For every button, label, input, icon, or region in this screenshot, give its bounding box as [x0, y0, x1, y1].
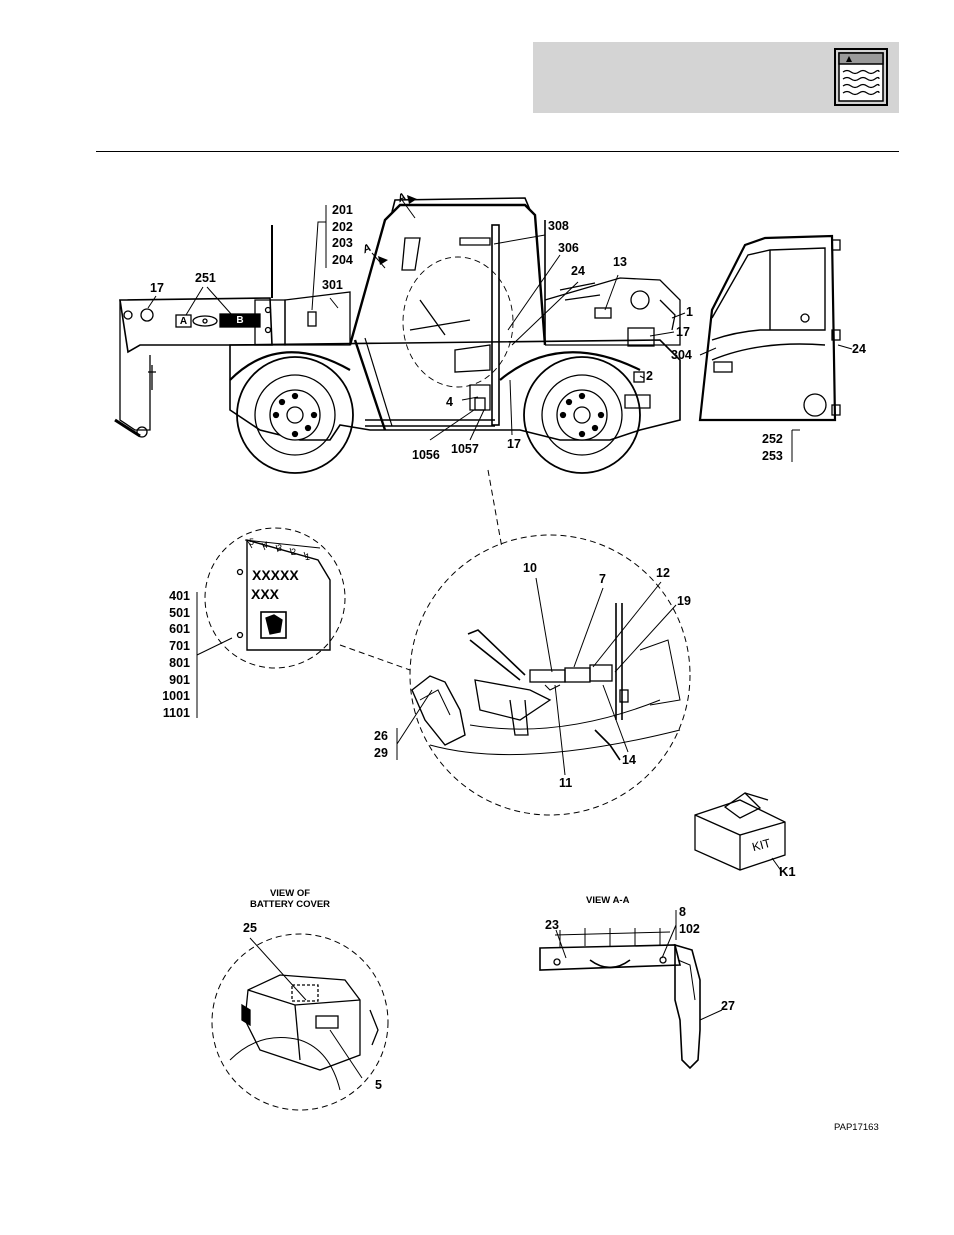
scale-mark-3: 3: [277, 543, 282, 553]
callout-701: 701: [150, 638, 190, 655]
callout-8: 8: [679, 904, 700, 921]
view-a-a-title: VIEW A-A: [586, 895, 629, 906]
cab-leaders: [397, 578, 676, 775]
callout-252: 252: [762, 431, 783, 448]
callout-7: 7: [599, 572, 606, 586]
callout-group-252-253: 252 253: [762, 431, 783, 464]
callout-26: 26: [374, 728, 388, 745]
arrow-icon: [376, 254, 390, 266]
callout-k1: K1: [779, 865, 796, 879]
decal-b-label: B: [220, 315, 260, 326]
callout-14: 14: [622, 753, 636, 767]
scale-mark-4: 4: [263, 540, 268, 550]
callout-308: 308: [548, 219, 569, 233]
callout-group-26-29: 26 29: [374, 728, 388, 761]
cab-door-view: [700, 236, 840, 420]
callout-23: 23: [545, 918, 559, 932]
callout-102: 102: [679, 921, 700, 938]
callout-201: 201: [332, 202, 353, 219]
cab-interior-detail-view: [410, 535, 690, 815]
callout-304: 304: [671, 348, 692, 362]
callout-17-hood: 17: [676, 325, 690, 339]
callout-29: 29: [374, 745, 388, 762]
callout-19: 19: [677, 594, 691, 608]
telehandler-side-view: [115, 198, 680, 473]
callout-202: 202: [332, 219, 353, 236]
callout-601: 601: [150, 621, 190, 638]
arrow-icon: [405, 193, 419, 205]
callout-204: 204: [332, 252, 353, 269]
figure-code: PAP17163: [834, 1122, 879, 1133]
callout-17-step: 17: [507, 437, 521, 451]
callout-301: 301: [322, 278, 343, 292]
callout-901: 901: [150, 672, 190, 689]
decal-code-list: 401 501 601 701 801 901 1001 1101: [150, 588, 190, 722]
callout-5: 5: [375, 1078, 382, 1092]
callout-25: 25: [243, 921, 257, 935]
callout-801: 801: [150, 655, 190, 672]
callout-251: 251: [195, 271, 216, 285]
callout-501: 501: [150, 605, 190, 622]
scale-mark-5: 5: [249, 537, 254, 547]
callout-253: 253: [762, 448, 783, 465]
callout-17-boom: 17: [150, 281, 164, 295]
callout-10: 10: [523, 561, 537, 575]
callout-1057: 1057: [451, 442, 479, 456]
decal-model-text: XXXXX: [252, 567, 299, 583]
callout-group-201-204: 201 202 203 204: [332, 202, 353, 269]
callout-1056: 1056: [412, 448, 440, 462]
callout-1: 1: [686, 305, 693, 319]
callout-13: 13: [613, 255, 627, 269]
callout-1101: 1101: [150, 705, 190, 722]
scale-mark-2: 2: [291, 547, 296, 557]
callout-306: 306: [558, 241, 579, 255]
battery-cover-view-title: VIEW OF BATTERY COVER: [240, 888, 340, 910]
callout-401: 401: [150, 588, 190, 605]
kit-box-icon: [695, 793, 785, 872]
decal-a-label: A: [178, 316, 189, 327]
callout-1001: 1001: [150, 688, 190, 705]
callout-2: 2: [646, 369, 653, 383]
decal-detail-view: [197, 528, 345, 718]
callout-27: 27: [721, 999, 735, 1013]
scale-mark-1: 1: [305, 552, 310, 562]
callout-203: 203: [332, 235, 353, 252]
callout-11: 11: [559, 776, 572, 790]
callout-24-cab: 24: [571, 264, 585, 278]
decal-variant-text: XXX: [251, 586, 279, 602]
battery-cover-detail-view: [212, 934, 388, 1110]
callout-group-8-102: 8 102: [679, 904, 700, 937]
callout-12: 12: [656, 566, 670, 580]
callout-4: 4: [446, 395, 453, 409]
callout-24-door: 24: [852, 342, 866, 356]
